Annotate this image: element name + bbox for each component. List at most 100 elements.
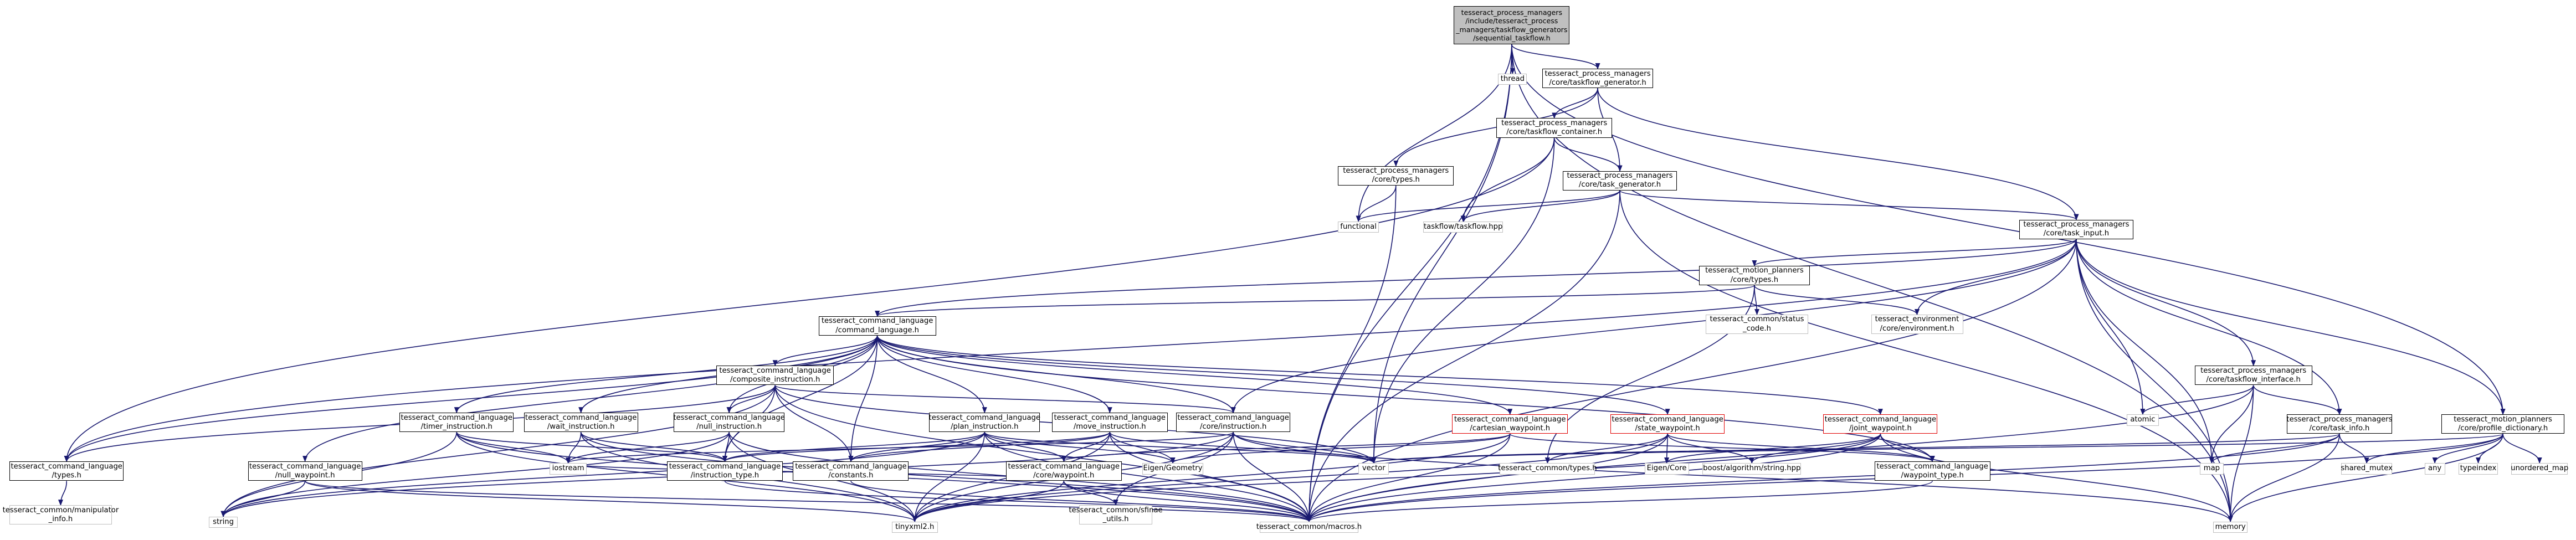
edge-cmd-command-language-to-cmd-waypoint-type [876, 336, 1935, 462]
edge-cmd-move-instruction-to-cmd-instruction-type [722, 431, 1111, 462]
edge-cmd-core-instruction-to-vector [1233, 432, 1377, 464]
node-cmd-core-waypoint[interactable]: tesseract_command_language /core/waypoin… [1005, 461, 1122, 481]
node-cmd-plan-instruction[interactable]: tesseract_command_language /plan_instruc… [929, 413, 1040, 433]
node-core-taskflow-container[interactable]: tesseract_process_managers /core/taskflo… [1496, 118, 1613, 138]
edge-cmd-null-waypoint-to-common-macros [304, 480, 1311, 522]
node-cmd-wait-instruction[interactable]: tesseract_command_language /wait_instruc… [524, 413, 638, 433]
edge-core-task-input-to-atomic [2076, 239, 2146, 415]
node-core-taskflow-generator[interactable]: tesseract_process_managers /core/taskflo… [1542, 69, 1653, 89]
edge-pm-taskflow-interface-to-map [2209, 385, 2254, 464]
node-cmd-types[interactable]: tesseract_command_language /types.h [9, 461, 124, 481]
node-core-task-input[interactable]: tesseract_process_managers /core/task_in… [2019, 219, 2133, 239]
node-shared-mutex: shared_mutex [2341, 463, 2393, 475]
edge-cmd-command-language-to-cmd-state-waypoint [876, 335, 1670, 415]
edge-cmd-joint-waypoint-to-boost-string [1749, 434, 1881, 464]
node-eigen-geometry: Eigen/Geometry [1142, 463, 1204, 475]
edge-cmd-timer-instruction-to-cmd-instruction-type [456, 431, 727, 462]
edge-core-taskflow-container-to-core-task-generator [1553, 137, 1623, 172]
node-cmd-constants[interactable]: tesseract_command_language /constants.h [793, 461, 909, 481]
edge-cmd-core-waypoint-to-tinyxml2 [912, 481, 1065, 522]
edge-cmd-joint-waypoint-to-tinyxml2 [912, 434, 1881, 522]
node-map: map [2199, 463, 2224, 475]
node-root[interactable]: tesseract_process_managers /include/tess… [1454, 6, 1570, 45]
edge-core-taskflow-container-to-vector [1371, 137, 1555, 464]
edge-cmd-move-instruction-to-cmd-constants [848, 431, 1111, 462]
node-cmd-waypoint-type[interactable]: tesseract_command_language /waypoint_typ… [1874, 461, 1990, 481]
edge-cmd-command-language-to-cmd-joint-waypoint [876, 335, 1883, 415]
edge-cmd-timer-instruction-to-iostream [456, 432, 571, 464]
edge-cmd-command-language-to-cmd-cartesian-waypoint [876, 335, 1513, 415]
edge-pm-task-info-to-vector [1371, 433, 2340, 464]
edge-cmd-move-instruction-to-cmd-core-waypoint [1061, 432, 1111, 462]
edge-core-taskflow-generator-to-core-taskflow-container [1552, 88, 1598, 119]
edge-core-task-generator-to-taskflow-hpp [1460, 190, 1620, 222]
node-mp-profile-dictionary[interactable]: tesseract_motion_planners /core/profile_… [2441, 414, 2564, 434]
edge-cmd-types-to-common-manipulator-info [58, 481, 68, 506]
node-atomic: atomic [2126, 414, 2159, 426]
node-cmd-composite-instruction[interactable]: tesseract_command_language /composite_in… [716, 366, 834, 385]
edge-cmd-instruction-type-to-common-macros [724, 480, 1312, 522]
edge-cmd-command-language-to-cmd-plan-instruction [876, 336, 987, 414]
edge-cmd-plan-instruction-to-tinyxml2 [912, 432, 986, 522]
edge-cmd-plan-instruction-to-cmd-core-waypoint [984, 432, 1066, 462]
edge-cmd-null-waypoint-to-string [220, 481, 306, 517]
node-core-types[interactable]: tesseract_process_managers /core/types.h [1338, 166, 1454, 186]
node-cmd-instruction-type[interactable]: tesseract_command_language /instruction_… [666, 461, 783, 481]
edge-core-task-input-to-mp-profile-dictionary [2076, 239, 2506, 415]
node-eigen-core: Eigen/Core [1644, 463, 1689, 475]
edge-pm-taskflow-interface-to-atomic [2140, 385, 2254, 415]
node-cmd-core-instruction[interactable]: tesseract_command_language /core/instruc… [1176, 413, 1291, 433]
node-cmd-state-waypoint[interactable]: tesseract_command_language /state_waypoi… [1610, 414, 1725, 434]
edge-root-to-memory [1511, 44, 2233, 522]
node-any: any [2424, 463, 2445, 475]
node-cmd-null-waypoint[interactable]: tesseract_command_language /null_waypoin… [248, 461, 362, 481]
edge-cmd-waypoint-type-to-common-macros [1306, 480, 1933, 522]
node-tinyxml2: tinyxml2.h [891, 521, 938, 533]
edge-cmd-cartesian-waypoint-to-eigen-geometry [1170, 433, 1511, 464]
node-pm-taskflow-interface[interactable]: tesseract_process_managers /core/taskflo… [2194, 366, 2312, 385]
node-cmd-move-instruction[interactable]: tesseract_command_language /move_instruc… [1051, 413, 1168, 433]
edge-pm-taskflow-interface-to-pm-task-info [2252, 385, 2342, 415]
edge-cmd-joint-waypoint-to-memory [1880, 434, 2233, 522]
edge-core-task-input-to-env-environment [1915, 239, 2077, 316]
edge-cmd-move-instruction-to-eigen-geometry [1109, 432, 1176, 464]
edge-cmd-move-instruction-to-common-macros [1109, 432, 1312, 522]
edge-cmd-cartesian-waypoint-to-cmd-waypoint-type [1509, 433, 1935, 462]
edge-cmd-composite-instruction-to-string [220, 385, 776, 517]
node-cmd-command-language[interactable]: tesseract_command_language /command_lang… [818, 316, 936, 336]
edge-cmd-state-waypoint-to-eigen-core [1664, 434, 1670, 464]
edge-core-task-input-to-map [2076, 239, 2214, 464]
edge-core-task-generator-to-common-macros [1306, 190, 1620, 522]
edge-core-task-input-to-cmd-types [64, 239, 2077, 462]
edge-core-task-input-to-pm-taskflow-interface [2076, 239, 2256, 367]
node-core-task-generator[interactable]: tesseract_process_managers /core/task_ge… [1563, 171, 1677, 191]
edge-cmd-cartesian-waypoint-to-cmd-core-waypoint [1061, 433, 1511, 462]
edge-core-task-input-to-pm-task-info [2076, 239, 2342, 415]
edge-cmd-core-waypoint-to-common-sfinae [1063, 481, 1118, 506]
edge-motion-types-to-cmd-command-language [875, 285, 1755, 317]
edge-cmd-composite-instruction-to-common-macros [774, 385, 1312, 522]
node-cmd-timer-instruction[interactable]: tesseract_command_language /timer_instru… [399, 413, 514, 433]
edge-cmd-command-language-to-cmd-constants [848, 336, 878, 462]
edge-motion-types-to-common-status-code [1754, 285, 1760, 316]
node-cmd-null-instruction[interactable]: tesseract_command_language /null_instruc… [673, 413, 785, 433]
edge-mp-profile-dictionary-to-any [2432, 434, 2503, 464]
edge-cmd-constants-to-common-macros [850, 480, 1312, 522]
edge-pm-taskflow-interface-to-memory [2228, 385, 2254, 522]
edge-cmd-command-language-to-cmd-types [64, 336, 878, 462]
node-taskflow-hpp: taskflow/taskflow.hpp [1423, 221, 1503, 233]
node-cmd-cartesian-waypoint[interactable]: tesseract_command_language /cartesian_wa… [1452, 414, 1568, 434]
edge-pm-task-info-to-shared-mutex [2339, 434, 2369, 464]
edge-cmd-command-language-to-cmd-move-instruction [876, 336, 1112, 414]
node-motion-types[interactable]: tesseract_motion_planners /core/types.h [1698, 266, 1810, 286]
node-pm-task-info[interactable]: tesseract_process_managers /core/task_in… [2286, 414, 2392, 434]
node-cmd-joint-waypoint[interactable]: tesseract_command_language /joint_waypoi… [1823, 414, 1938, 434]
edge-cmd-cartesian-waypoint-to-common-macros [1306, 434, 1511, 522]
edge-pm-task-info-to-memory [2228, 434, 2340, 522]
edge-core-task-input-to-motion-types [1752, 239, 2077, 267]
edge-motion-types-to-env-environment [1754, 285, 1920, 316]
edge-cmd-move-instruction-to-vector [1109, 432, 1377, 464]
node-functional: functional [1338, 221, 1379, 233]
edge-cmd-state-waypoint-to-common-types [1544, 434, 1668, 464]
